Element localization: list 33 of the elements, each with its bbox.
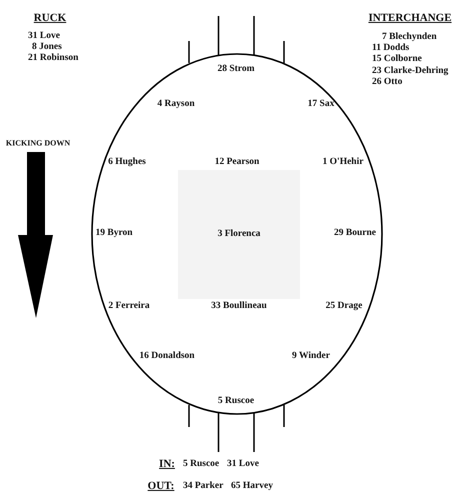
player-name: 3 Florenca bbox=[218, 229, 260, 240]
player-name: 15 Colborne bbox=[372, 54, 422, 64]
player-name: 28 Strom bbox=[217, 64, 255, 74]
player-name: 29 Bourne bbox=[334, 228, 376, 238]
player-name: 19 Byron bbox=[95, 228, 133, 238]
player-name: 16 Donaldson bbox=[139, 350, 195, 362]
section-heading: IN: bbox=[159, 458, 175, 470]
player-name: 5 Ruscoe bbox=[183, 458, 220, 470]
player-name: 9 Winder bbox=[292, 350, 330, 362]
player-name: 34 Parker bbox=[183, 480, 224, 492]
player-name: 6 Hughes bbox=[108, 156, 146, 168]
player-name: 17 Sax bbox=[308, 98, 334, 110]
player-name: 12 Pearson bbox=[214, 156, 260, 168]
player-name: 8 Jones bbox=[32, 42, 62, 52]
section-heading: RUCK bbox=[34, 12, 66, 24]
player-name: 11 Dodds bbox=[372, 42, 410, 54]
player-name: 23 Clarke-Dehring bbox=[372, 66, 448, 76]
field-oval bbox=[91, 53, 383, 415]
player-name: 2 Ferreira bbox=[108, 300, 150, 312]
section-heading: KICKING DOWN bbox=[6, 140, 70, 148]
player-name: 31 Love bbox=[28, 30, 60, 42]
player-name: 5 Ruscoe bbox=[218, 396, 254, 406]
player-name: 1 O'Hehir bbox=[322, 156, 364, 168]
player-name: 26 Otto bbox=[372, 76, 402, 88]
player-name: 65 Harvey bbox=[231, 480, 273, 492]
player-name: 21 Robinson bbox=[28, 52, 78, 64]
player-name: 4 Rayson bbox=[157, 98, 195, 110]
player-name: 31 Love bbox=[227, 458, 259, 470]
section-heading: OUT: bbox=[148, 480, 174, 492]
player-name: 7 Blechynden bbox=[382, 32, 437, 42]
player-name: 25 Drage bbox=[326, 300, 362, 312]
section-heading: INTERCHANGE bbox=[368, 12, 452, 24]
player-name: 33 Boullineau bbox=[211, 300, 267, 312]
